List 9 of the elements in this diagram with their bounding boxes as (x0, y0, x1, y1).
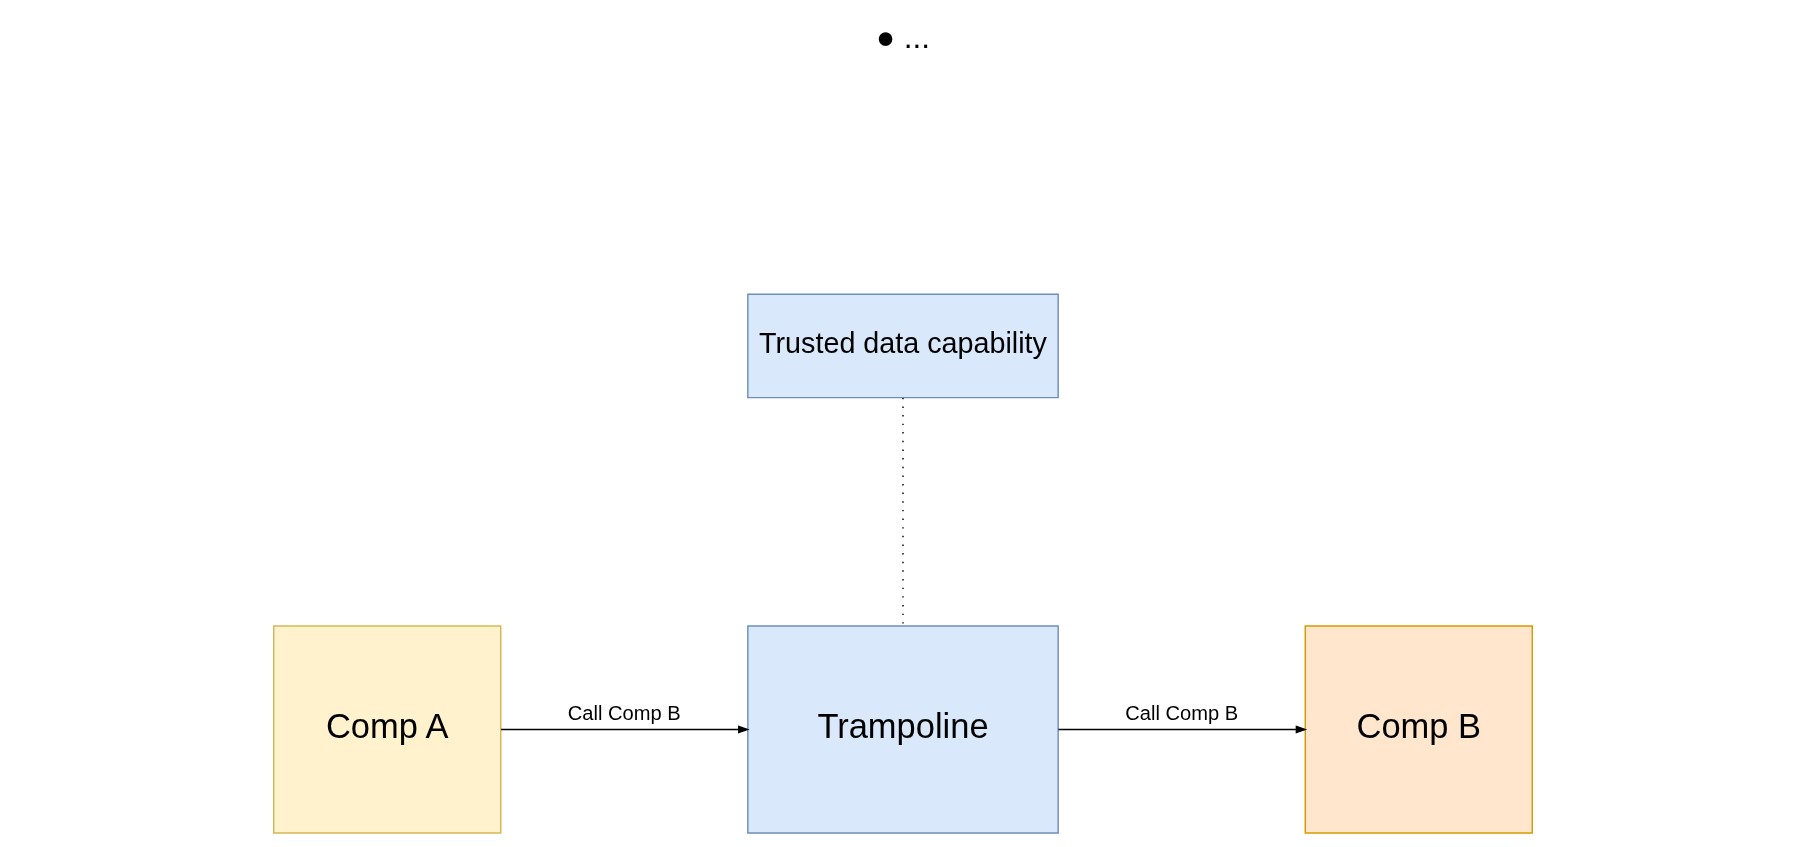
node-box: Comp B (1304, 625, 1533, 834)
arrow (500, 725, 750, 734)
node-box: Trampoline (747, 625, 1059, 834)
edge-label: Call Comp B (1125, 701, 1239, 724)
node-box: Comp A (273, 625, 502, 834)
edge-label: Call Comp B (567, 701, 681, 724)
node-box: Trusted data capability (747, 293, 1059, 399)
label: ● ... (875, 18, 931, 55)
arrow (1057, 725, 1308, 734)
